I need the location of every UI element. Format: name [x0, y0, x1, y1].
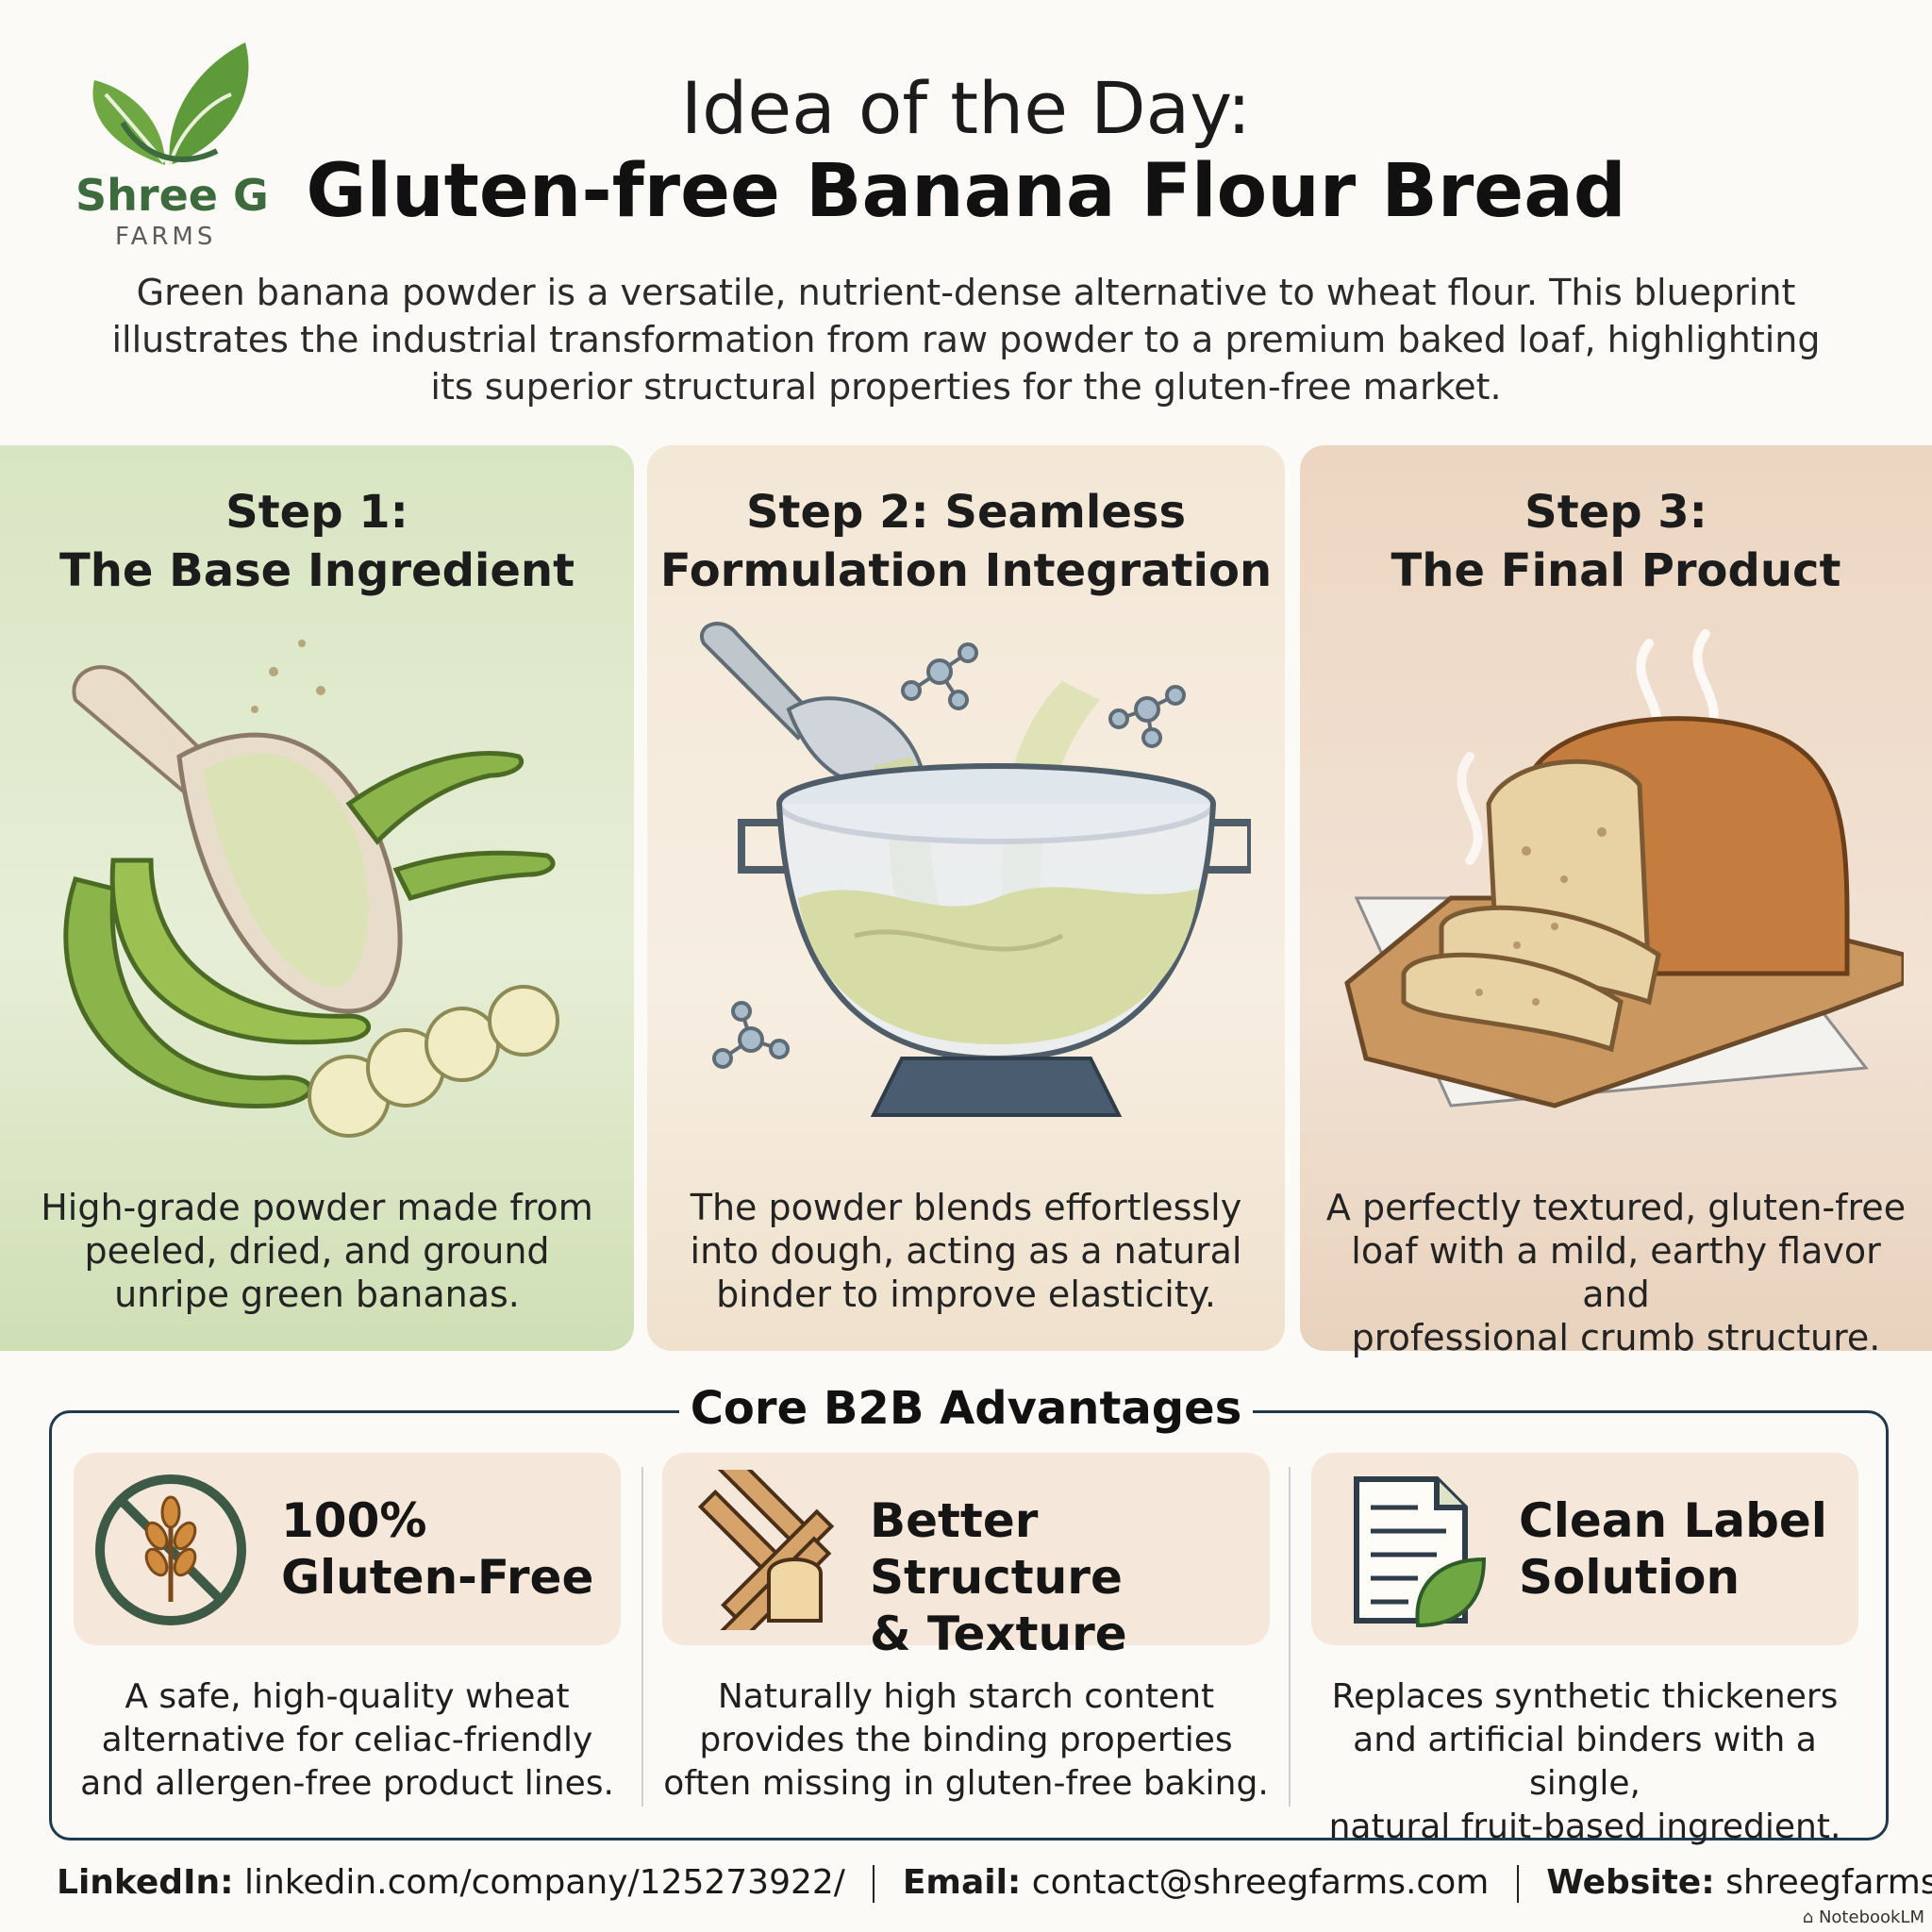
step-1-panel: Step 1: The Base Ingredient High-grade p…	[0, 445, 634, 1351]
credit-icon: ⌂	[1802, 1907, 1819, 1927]
advantage-description: Replaces synthetic thickeners and artifi…	[1328, 1677, 1841, 1846]
credit-watermark: ⌂ NotebookLM	[1802, 1907, 1924, 1927]
brand-name: Shree G	[75, 170, 269, 221]
step-3-panel: Step 3: The Final Product A perfectly te…	[1300, 445, 1932, 1358]
title-prefix: Idea of the Day:	[680, 66, 1252, 150]
intro-line: Green banana powder is a versatile, nutr…	[136, 272, 1796, 313]
intro-line: its superior structural properties for t…	[430, 366, 1502, 408]
divider	[1289, 1467, 1291, 1807]
brand-logo: Shree G FARMS	[66, 38, 283, 255]
advantage-card: Better Structure & Texture	[662, 1453, 1270, 1661]
advantage-description: A safe, high-quality wheat alternative f…	[80, 1677, 614, 1803]
divider	[641, 1467, 643, 1807]
banana-powder-icon	[63, 640, 559, 1138]
mixing-bowl-icon	[700, 622, 1251, 1117]
advantage-heading: Better Structure & Texture	[870, 1493, 1127, 1661]
document-leaf-icon	[1354, 1476, 1487, 1628]
email-label: Email:	[902, 1863, 1022, 1902]
advantage-card: Clean Label Solution	[1311, 1453, 1858, 1645]
linkedin-link[interactable]: linkedin.com/company/125273922/	[243, 1863, 845, 1902]
advantages-title: Core B2B Advantages	[679, 1382, 1253, 1435]
step-1-title: Step 1: The Base Ingredient	[58, 486, 575, 597]
website-link[interactable]: shreegfarms.com	[1725, 1863, 1932, 1902]
advantage-heading: Clean Label Solution	[1519, 1493, 1827, 1605]
step-2-title: Step 2: Seamless Formulation Integration	[659, 486, 1273, 597]
step-3-title: Step 3: The Final Product	[1391, 486, 1841, 597]
advantage-description: Naturally high starch content provides t…	[663, 1677, 1269, 1803]
lattice-bread-icon	[697, 1470, 835, 1630]
advantage-heading: 100% Gluten-Free	[281, 1493, 594, 1605]
brand-subtitle: FARMS	[115, 223, 217, 251]
step-3-description: A perfectly textured, gluten-free loaf w…	[1325, 1187, 1907, 1358]
contact-footer: LinkedIn: linkedin.com/company/125273922…	[57, 1863, 1932, 1903]
step-2-description: The powder blends effortlessly into doug…	[690, 1187, 1242, 1315]
leaf-logo-icon	[92, 42, 249, 166]
email-link[interactable]: contact@shreegfarms.com	[1031, 1863, 1490, 1902]
divider	[873, 1865, 875, 1903]
step-2-panel: Step 2: Seamless Formulation Integration…	[647, 445, 1285, 1351]
divider	[1516, 1865, 1519, 1903]
website-label: Website:	[1546, 1863, 1715, 1902]
intro-line: illustrates the industrial transformatio…	[111, 319, 1821, 360]
bread-loaf-icon	[1344, 629, 1904, 1108]
no-wheat-icon	[95, 1474, 246, 1625]
step-1-description: High-grade powder made from peeled, drie…	[41, 1187, 593, 1315]
intro-paragraph: Green banana powder is a versatile, nutr…	[94, 269, 1838, 410]
linkedin-label: LinkedIn:	[57, 1863, 234, 1902]
page-title: Gluten-free Banana Flour Bread	[306, 149, 1626, 234]
advantage-card: 100% Gluten-Free	[74, 1453, 621, 1645]
